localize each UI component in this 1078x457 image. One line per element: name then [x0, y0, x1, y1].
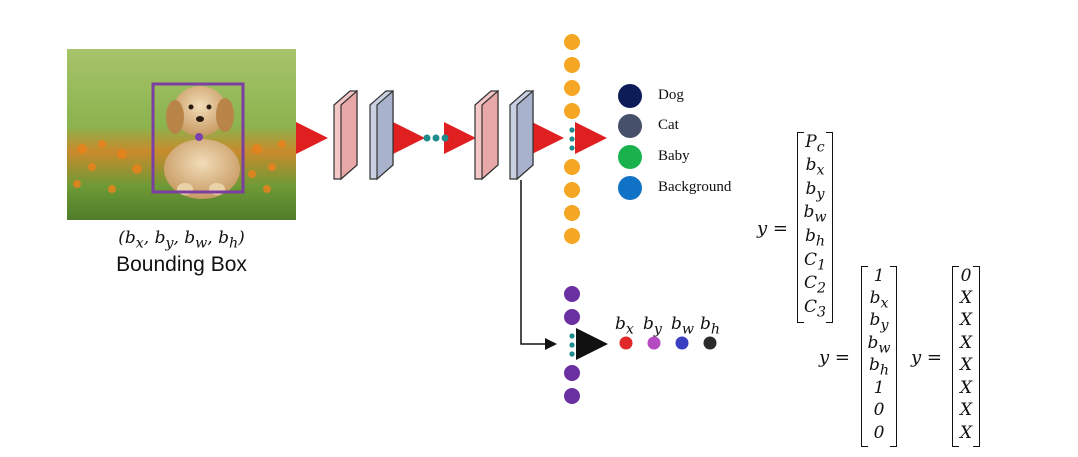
- by-dot: [647, 336, 661, 350]
- matrix3: 0 X X X X X X X: [952, 266, 980, 447]
- output-label-bh: bh: [700, 314, 721, 338]
- matrix2-lhs: y =: [819, 347, 850, 368]
- matrix1-lhs: y =: [757, 218, 788, 239]
- output-label-bx: bx: [615, 314, 634, 338]
- matrix1: Pc bx by bw bh C1 C2 C3: [797, 132, 833, 323]
- class-output-dots: [564, 34, 580, 244]
- bx-dot: [619, 336, 633, 350]
- output-label-bw: bw: [671, 314, 695, 338]
- legend-dot-dog: [618, 84, 642, 108]
- legend-dot-baby: [618, 145, 642, 169]
- class-ellipsis: [569, 127, 575, 151]
- legend-label-background: Background: [658, 179, 732, 195]
- legend-dot-cat: [618, 114, 642, 138]
- regression-output-dots: [564, 286, 580, 404]
- legend-label-baby: Baby: [658, 148, 690, 164]
- legend-dot-background: [618, 176, 642, 200]
- bbox-coordinates-label: (bx, by, bw, bh): [118, 228, 245, 252]
- output-label-by: by: [643, 314, 662, 338]
- legend-dots: [618, 84, 642, 200]
- matrix2: 1 bx by bw bh 1 0 0: [861, 266, 897, 447]
- bbox-output-dots: [619, 336, 717, 350]
- layer-ellipsis: [423, 134, 449, 142]
- bh-dot: [703, 336, 717, 350]
- matrix3-lhs: y =: [911, 347, 942, 368]
- regression-ellipsis: [569, 333, 575, 357]
- bw-dot: [675, 336, 689, 350]
- bounding-box-title: Bounding Box: [116, 253, 247, 276]
- dog-photo: [67, 49, 296, 220]
- legend-label-cat: Cat: [658, 117, 679, 133]
- conv-layers: [333, 89, 534, 181]
- regression-branch-arrow: [520, 180, 557, 350]
- legend-label-dog: Dog: [658, 87, 684, 103]
